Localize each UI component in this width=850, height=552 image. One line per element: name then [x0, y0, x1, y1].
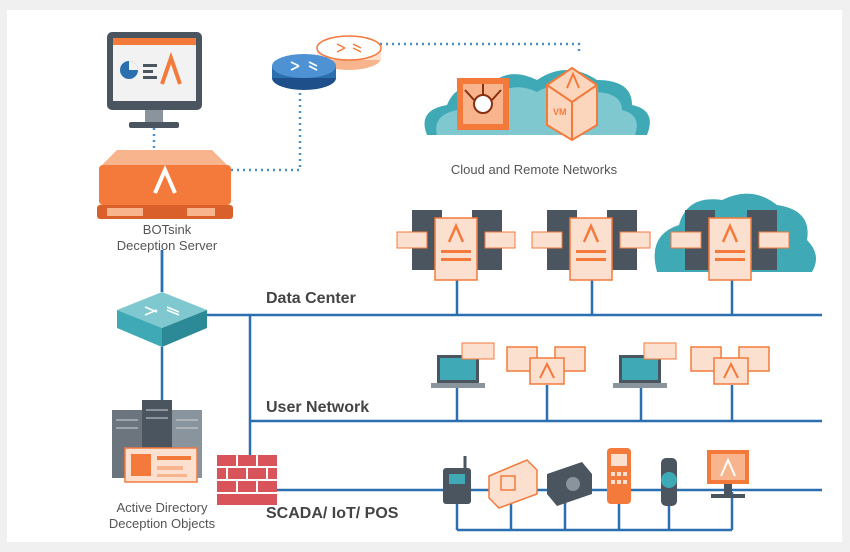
- datacenter-cluster-2-icon: [531, 210, 651, 281]
- user-desktops-2-icon: [690, 346, 770, 385]
- cloud-remote-label: Cloud and Remote Networks: [450, 162, 618, 177]
- botsink-label-line1: BOTsink: [142, 222, 192, 237]
- botsink-label-line2: Deception Server: [116, 238, 218, 253]
- scada-label: SCADA/ IoT/ POS: [266, 505, 399, 522]
- cloud-remote-icon: VM: [424, 66, 650, 142]
- diagram-svg: VM: [97, 32, 822, 532]
- iot-device-icon: [547, 462, 592, 506]
- user-laptop-2-icon: [613, 342, 677, 388]
- user-network-label: User Network: [266, 399, 370, 416]
- ad-label-line1: Active Directory: [116, 500, 208, 515]
- user-desktops-1-icon: [506, 346, 586, 385]
- user-laptop-1-icon: [431, 342, 495, 388]
- router-blue-icon: [272, 54, 336, 90]
- active-directory-icon: [112, 400, 202, 483]
- data-center-label: Data Center: [266, 290, 356, 307]
- management-monitor-icon: [107, 32, 202, 128]
- datacenter-cloud-cluster-icon: [654, 193, 816, 281]
- network-switch-icon: [117, 292, 207, 347]
- kiosk-terminal-icon: [707, 450, 749, 498]
- network-diagram: VM: [7, 10, 842, 542]
- ad-label-line2: Deception Objects: [108, 516, 216, 531]
- scada-controller-icon: [443, 456, 471, 504]
- pos-terminal-icon: [607, 448, 631, 504]
- wearable-device-icon: [661, 458, 677, 506]
- datacenter-cluster-1-icon: [396, 210, 516, 281]
- botsink-server-icon: [97, 150, 233, 219]
- firewall-icon: [217, 455, 277, 505]
- svg-text:VM: VM: [553, 107, 567, 117]
- scada-sensor-icon: [488, 459, 538, 509]
